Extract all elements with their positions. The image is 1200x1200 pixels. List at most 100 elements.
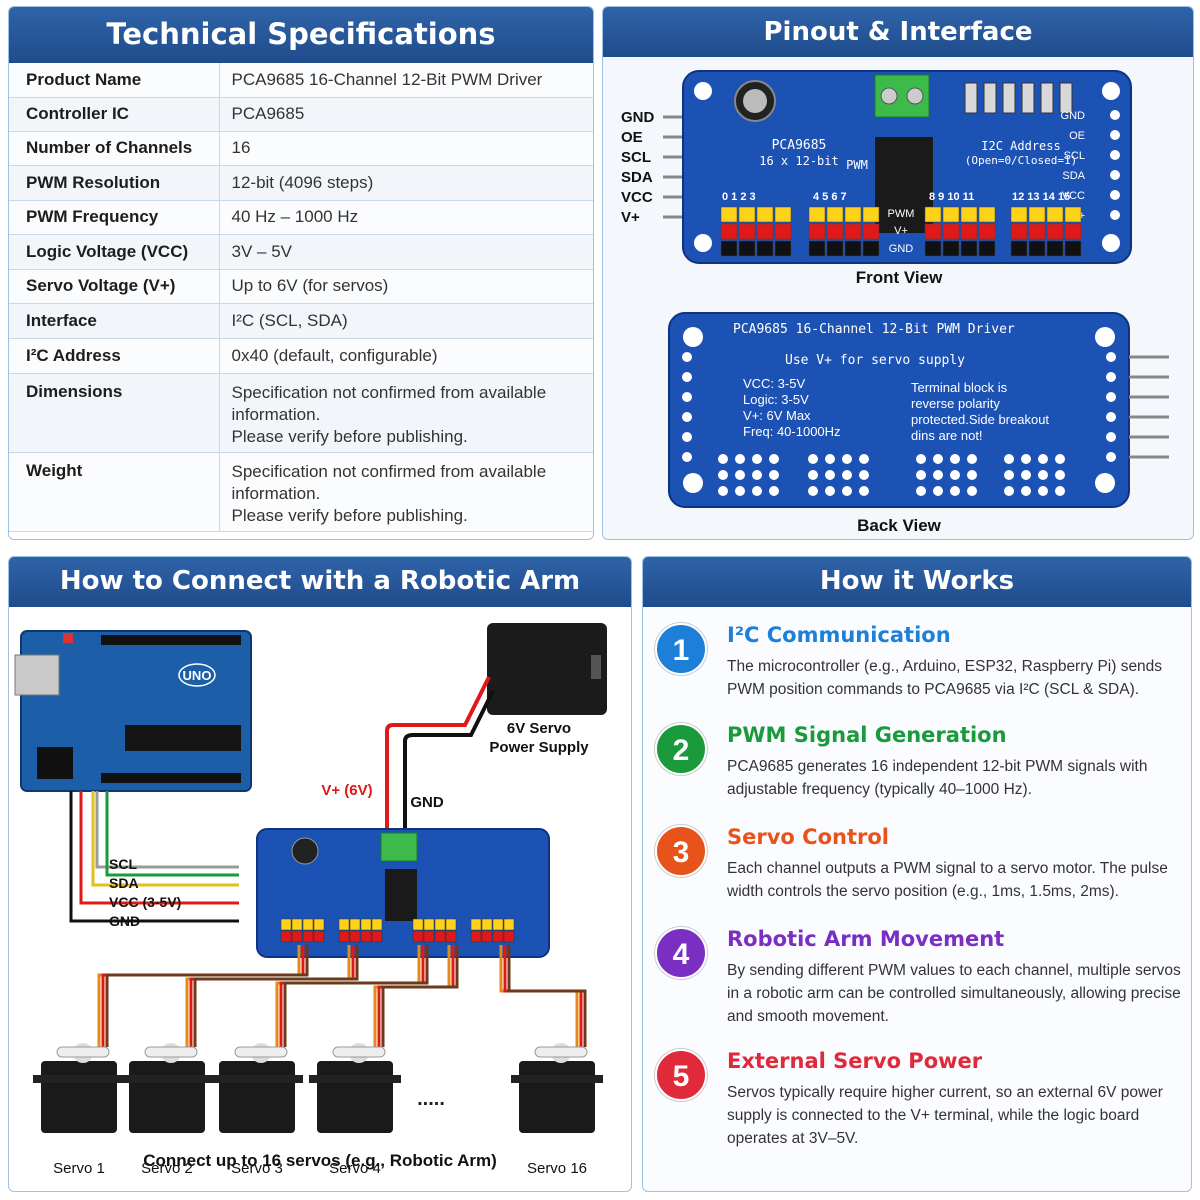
back-solder-pad xyxy=(825,454,835,464)
mount-hole xyxy=(683,327,703,347)
reset-button xyxy=(63,633,73,643)
side-hole xyxy=(1106,432,1116,442)
servo-motor xyxy=(211,1043,303,1133)
channel-header-pin xyxy=(924,223,942,240)
side-hole xyxy=(1106,352,1116,362)
spec-label: Logic Voltage (VCC) xyxy=(9,234,220,270)
servo-wire xyxy=(101,945,305,1047)
back-note: Use V+ for servo supply xyxy=(785,353,965,368)
right-pin-hole xyxy=(1110,130,1120,140)
channel-header-pin xyxy=(481,918,493,931)
channel-header-pin xyxy=(738,223,756,240)
back-solder-pad xyxy=(1004,470,1014,480)
step-number-badge: 4 xyxy=(655,927,707,979)
channel-header-pin xyxy=(1064,223,1082,240)
channel-header-pin xyxy=(313,930,325,943)
channel-header-pin xyxy=(1010,223,1028,240)
channel-header-pin xyxy=(960,240,978,257)
channel-header-pin xyxy=(338,918,350,931)
channel-header-pin xyxy=(1046,240,1064,257)
sda-wire xyxy=(91,791,239,887)
channel-header-pin xyxy=(942,223,960,240)
channel-header-pin xyxy=(844,240,862,257)
address-jumper-pad xyxy=(1040,82,1054,114)
side-hole xyxy=(682,412,692,422)
channel-header-pin xyxy=(280,918,292,931)
back-solder-pad xyxy=(1021,470,1031,480)
spec-label: Controller IC xyxy=(9,97,220,132)
uno-label: UNO xyxy=(183,668,212,683)
connect-panel: How to Connect with a Robotic Arm UNO 6V… xyxy=(8,556,632,1192)
channel-header-pin xyxy=(1028,206,1046,223)
servo-wire xyxy=(503,945,583,1047)
back-solder-pad xyxy=(859,454,869,464)
back-solder-pad xyxy=(1055,470,1065,480)
channel-header-pin xyxy=(774,240,792,257)
side-hole xyxy=(1106,372,1116,382)
right-pin-hole xyxy=(1110,190,1120,200)
channel-header-pin xyxy=(470,918,482,931)
pwm-label: PWM xyxy=(846,158,868,172)
channel-header-pin xyxy=(774,206,792,223)
i2c-address-sub: (Open=0/Closed=1) xyxy=(965,154,1078,167)
spec-value: 3V – 5V xyxy=(219,234,593,270)
servo-wire xyxy=(373,945,451,1047)
channel-header-pin xyxy=(503,930,515,943)
spec-value: Specification not confirmed from availab… xyxy=(219,452,593,532)
servo-wire xyxy=(193,945,359,1047)
servo-wire xyxy=(499,945,579,1047)
spec-row: Logic Voltage (VCC)3V – 5V xyxy=(9,234,593,270)
step-body: By sending different PWM values to each … xyxy=(727,962,1181,1025)
wire-label-vcc: VCC (3-5V) xyxy=(109,894,181,910)
servo-label: Servo 3 xyxy=(231,1160,283,1177)
capacitor-top xyxy=(743,89,767,113)
step-body: Each channel outputs a PWM signal to a s… xyxy=(727,860,1168,900)
spec-label: Weight xyxy=(9,452,220,532)
connect-caption-text: Connect up to 16 servos (e.g., Robotic A… xyxy=(143,1151,497,1170)
supply-label-line1: 6V Servo xyxy=(507,720,571,737)
servo-motor xyxy=(309,1043,401,1133)
channel-header-pin xyxy=(338,930,350,943)
servo-label: Servo 4 xyxy=(329,1160,381,1177)
channel-header-pin xyxy=(412,918,424,931)
channel-header-pin xyxy=(924,206,942,223)
mount-hole xyxy=(694,234,712,252)
spec-value: PCA9685 16-Channel 12-Bit PWM Driver xyxy=(219,63,593,98)
servo-tab xyxy=(121,1075,213,1083)
spec-label: I²C Address xyxy=(9,338,220,374)
channel-header-pin xyxy=(720,206,738,223)
servo-body xyxy=(41,1061,117,1133)
step-number-badge: 1 xyxy=(655,623,707,675)
back-solder-pad xyxy=(769,470,779,480)
arduino-header-top xyxy=(101,635,241,645)
channel-header-pin xyxy=(1046,206,1064,223)
vplus-label: V+ (6V) xyxy=(321,782,372,799)
back-solder-pad xyxy=(718,454,728,464)
wire-label-sda: SDA xyxy=(109,875,139,891)
back-solder-pad xyxy=(808,470,818,480)
mount-hole xyxy=(1102,82,1120,100)
connection-diagram: UNO 6V Servo Power Supply V+ (6V) GND SC… xyxy=(14,623,607,1177)
servo-tab xyxy=(33,1075,125,1083)
back-solder-pad xyxy=(808,454,818,464)
channel-header-pin xyxy=(445,918,457,931)
side-hole xyxy=(682,372,692,382)
back-solder-pad xyxy=(1038,486,1048,496)
capacitor xyxy=(291,837,319,865)
channel-header-pin xyxy=(371,930,383,943)
channel-header-pin xyxy=(1046,223,1064,240)
address-jumper-pad xyxy=(1059,82,1073,114)
right-pin-label: SDA xyxy=(1062,170,1085,182)
right-pin-hole xyxy=(1110,170,1120,180)
spec-label: Number of Channels xyxy=(9,131,220,166)
vplus-wire xyxy=(385,676,491,833)
right-pin-label: VCC xyxy=(1062,190,1085,202)
channel-header-pin xyxy=(826,223,844,240)
back-solder-pad xyxy=(769,486,779,496)
channel-header-pin xyxy=(924,240,942,257)
